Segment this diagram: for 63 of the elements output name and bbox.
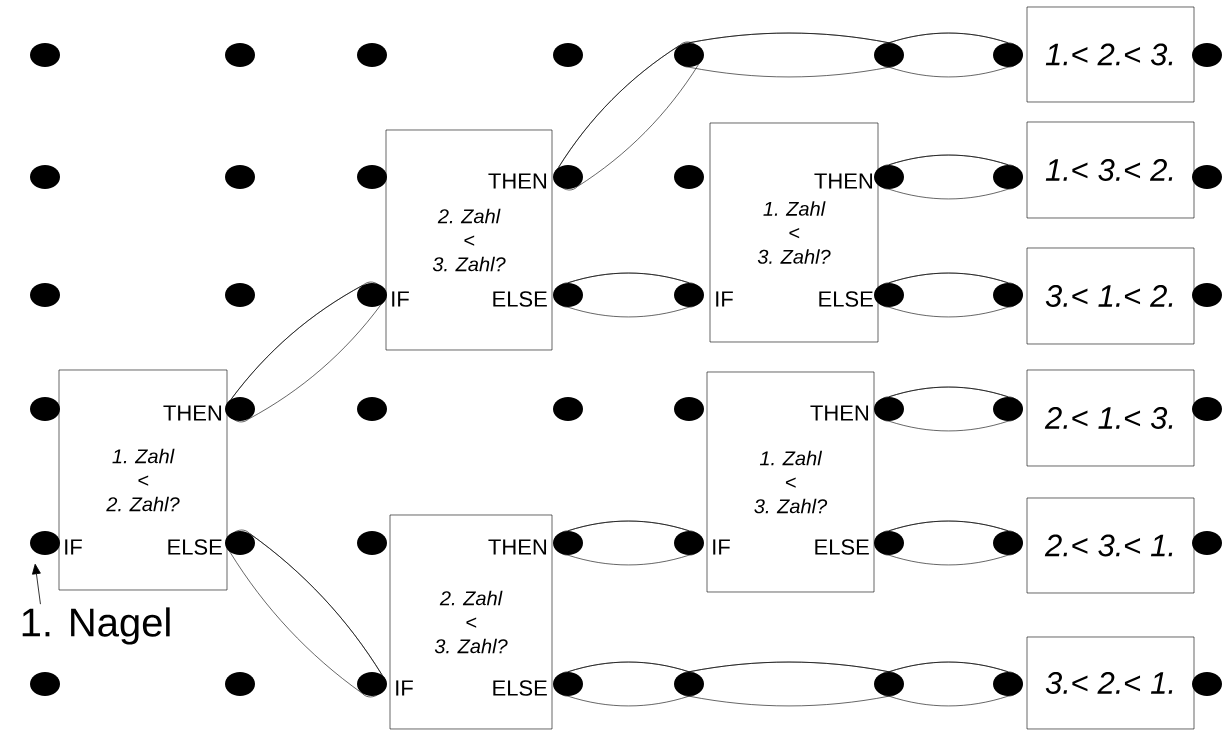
nail-dot [357, 283, 387, 307]
nail-dot [357, 165, 387, 189]
nail-dot [553, 397, 583, 421]
decision-box: THEN 2. Zahl < 3. Zahl? IF ELSE [389, 514, 553, 730]
nail-dot [357, 531, 387, 555]
nail-dot [674, 672, 704, 696]
nail-dot [874, 672, 904, 696]
nail-dot [357, 672, 387, 696]
nail-dot [874, 397, 904, 421]
nail-dot [993, 397, 1023, 421]
nail-dot [874, 165, 904, 189]
nail-dot [30, 672, 60, 696]
nail-dot [225, 165, 255, 189]
result-box: 2.< 3.< 1. [1026, 497, 1195, 594]
nail-dot [674, 283, 704, 307]
nail-dot [993, 283, 1023, 307]
nail-dot [674, 43, 704, 67]
nail-dot [1192, 43, 1222, 67]
arrow [32, 563, 41, 605]
nail-dot [553, 165, 583, 189]
nail-dot [874, 531, 904, 555]
nail-dot [1192, 672, 1222, 696]
nail-dot [357, 397, 387, 421]
nail-dot [874, 283, 904, 307]
nail-dot [674, 531, 704, 555]
nail-dot [30, 43, 60, 67]
result-box: 2.< 1.< 3. [1026, 369, 1195, 467]
nail-dot [674, 165, 704, 189]
nail-dot [225, 397, 255, 421]
nail-dot [993, 672, 1023, 696]
nail-dot [553, 43, 583, 67]
nail-dot [993, 43, 1023, 67]
nail-dot [553, 283, 583, 307]
nail-dot [30, 397, 60, 421]
nail-dot [357, 43, 387, 67]
nail-dot [1192, 283, 1222, 307]
nail-dot [225, 43, 255, 67]
result-box: 1.< 3.< 2. [1026, 121, 1195, 219]
nail-dot [674, 397, 704, 421]
nail-dot [553, 672, 583, 696]
decision-box: THEN 1. Zahl < 3. Zahl? IF ELSE [709, 122, 879, 343]
nail-dot [1192, 531, 1222, 555]
nail-dot [553, 531, 583, 555]
nail-dot [225, 283, 255, 307]
rubber-band [226, 529, 386, 698]
nail-dot [874, 43, 904, 67]
nail-dot [225, 672, 255, 696]
result-box: 3.< 1.< 2. [1026, 247, 1195, 345]
decision-box: THEN 1. Zahl < 2. Zahl? IF ELSE [58, 369, 228, 591]
nail-dot [993, 531, 1023, 555]
result-box: 1.< 2.< 3. [1026, 6, 1195, 103]
nail-dot [1192, 165, 1222, 189]
decision-box: THEN 1. Zahl < 3. Zahl? IF ELSE [706, 371, 875, 593]
start-label: 1. Nagel [22, 607, 170, 645]
nail-dot [30, 283, 60, 307]
nail-dot [993, 165, 1023, 189]
nail-dot [30, 531, 60, 555]
rubber-band [554, 41, 703, 191]
nail-dot [225, 531, 255, 555]
decision-box: THEN 2. Zahl < 3. Zahl? IF ELSE [385, 129, 553, 351]
nail-dot [30, 165, 60, 189]
nail-dot [1192, 397, 1222, 421]
result-box: 3.< 2.< 1. [1026, 636, 1195, 730]
